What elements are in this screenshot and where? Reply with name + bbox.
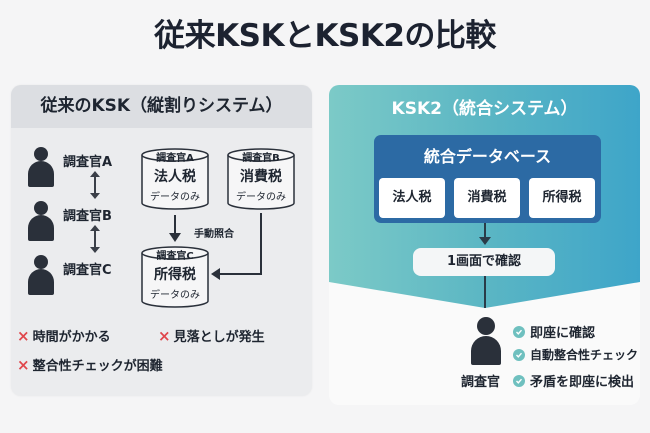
cross-icon: × [158, 326, 171, 345]
con-text: 見落としが発生 [173, 330, 265, 345]
db-item-income: 所得税 [529, 178, 595, 218]
con-item: × 整合性チェックが困難 [17, 355, 163, 375]
database-cylinder-income: 調査官C 所得税 データのみ [140, 245, 210, 309]
benefit-item: 自動整合性チェック [513, 346, 638, 363]
database-cylinder-corporate: 調査官A 法人税 データのみ [140, 147, 210, 211]
check-circle-icon [513, 348, 525, 361]
benefit-text: 即座に確認 [530, 326, 596, 341]
database-icon [227, 148, 295, 210]
database-cylinder-consumption: 調査官B 消費税 データのみ [226, 147, 296, 211]
con-text: 整合性チェックが困難 [32, 359, 163, 374]
legacy-ksk-panel: 従来のKSK（縦割りシステム） 調査官A 調査官B 調査官C 調査官A 法人税 … [11, 85, 312, 396]
benefit-item: 矛盾を即座に検出 [513, 371, 634, 390]
inspector-label: 調査官 [461, 375, 501, 390]
cross-icon: × [17, 326, 30, 345]
check-circle-icon [513, 325, 525, 338]
elbow-arrow-icon [211, 213, 262, 280]
integrated-database-title: 統合データベース [423, 147, 552, 166]
con-text: 時間がかかる [32, 330, 111, 345]
down-arrow-icon [169, 215, 181, 242]
single-screen-confirm-box: 1画面で確認 [413, 248, 555, 276]
database-note: データのみ [150, 192, 200, 203]
con-item: × 時間がかかる [17, 326, 111, 346]
bidirectional-arrow-icon [90, 171, 100, 199]
con-item: × 見落としが発生 [158, 326, 265, 346]
down-arrow-icon [479, 223, 491, 245]
inspector-a-label: 調査官A [63, 155, 113, 170]
database-note: データのみ [236, 192, 286, 203]
benefit-text: 自動整合性チェック [530, 348, 639, 362]
database-tax: 法人税 [154, 169, 196, 185]
person-icon [28, 255, 54, 295]
person-icon [28, 147, 54, 187]
database-note: データのみ [150, 290, 200, 301]
ksk2-panel: KSK2（統合システム） 統合データベース 法人税 消費税 所得税 1画面で確認… [329, 85, 640, 405]
db-item-corporate: 法人税 [379, 178, 445, 218]
person-icon [28, 201, 54, 241]
benefit-text: 矛盾を即座に検出 [530, 375, 635, 390]
page-title: 従来KSKとKSK2の比較 [154, 18, 496, 54]
person-icon [471, 317, 501, 365]
database-tax: 所得税 [154, 267, 196, 283]
database-owner: 調査官C [156, 251, 194, 262]
database-icon [141, 148, 209, 210]
database-owner: 調査官B [242, 153, 280, 164]
inspector-b-label: 調査官B [63, 209, 112, 224]
database-owner: 調査官A [156, 153, 194, 164]
inspector-c-label: 調査官C [63, 263, 112, 278]
integrated-database-box: 統合データベース 法人税 消費税 所得税 [374, 135, 601, 223]
benefit-item: 即座に確認 [513, 322, 595, 341]
legacy-panel-header: 従来のKSK（縦割りシステム） [11, 85, 312, 128]
database-icon [141, 246, 209, 308]
db-item-consumption: 消費税 [454, 178, 520, 218]
ksk2-panel-header: KSK2（統合システム） [391, 99, 578, 119]
manual-reconcile-label: 手動照合 [194, 229, 234, 240]
cross-icon: × [17, 355, 30, 374]
connector-line [484, 276, 486, 308]
database-tax: 消費税 [240, 169, 282, 185]
check-circle-icon [513, 374, 525, 387]
bidirectional-arrow-icon [90, 225, 100, 253]
